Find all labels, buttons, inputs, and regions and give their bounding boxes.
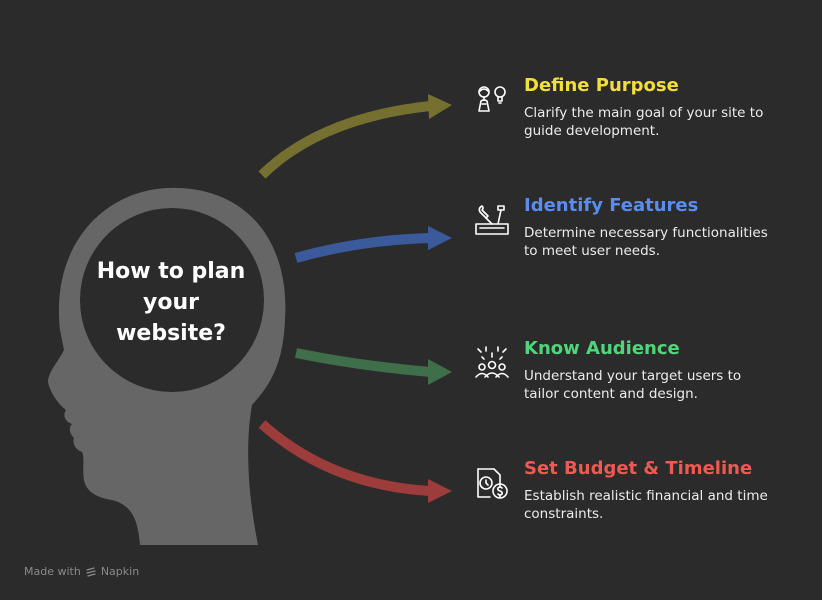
arrow-know-audience — [295, 348, 431, 377]
made-with-label: Made with — [24, 565, 81, 578]
arrowhead-identify-features — [428, 226, 452, 250]
toolbox-icon — [472, 200, 512, 240]
item-description: Understand your target users to tailor c… — [524, 368, 742, 402]
arrow-set-budget — [258, 420, 431, 496]
item-title: Identify Features — [524, 195, 699, 216]
item-description: Clarify the main goal of your site to gu… — [524, 105, 764, 139]
item-title: Know Audience — [524, 338, 680, 359]
head-inner-circle — [80, 208, 264, 392]
item-title: Define Purpose — [524, 75, 679, 96]
item-description: Determine necessary functionalities to m… — [524, 225, 768, 259]
arrowhead-set-budget — [428, 479, 452, 503]
arrowhead-know-audience — [428, 359, 452, 385]
item-title: Set Budget & Timeline — [524, 458, 753, 479]
napkin-logo-icon — [86, 567, 96, 577]
arrow-identify-features — [294, 233, 431, 263]
person-lightbulb-icon — [472, 80, 512, 120]
footer-made-with[interactable]: Made with Napkin — [24, 565, 139, 579]
arrow-define-purpose — [258, 101, 431, 179]
budget-clock-icon — [472, 463, 512, 503]
item-description: Establish realistic financial and time c… — [524, 488, 768, 522]
arrowhead-define-purpose — [428, 94, 452, 119]
audience-icon — [472, 343, 512, 383]
napkin-brand-label: Napkin — [100, 565, 140, 578]
center-title: How to plan your website? — [96, 259, 246, 346]
